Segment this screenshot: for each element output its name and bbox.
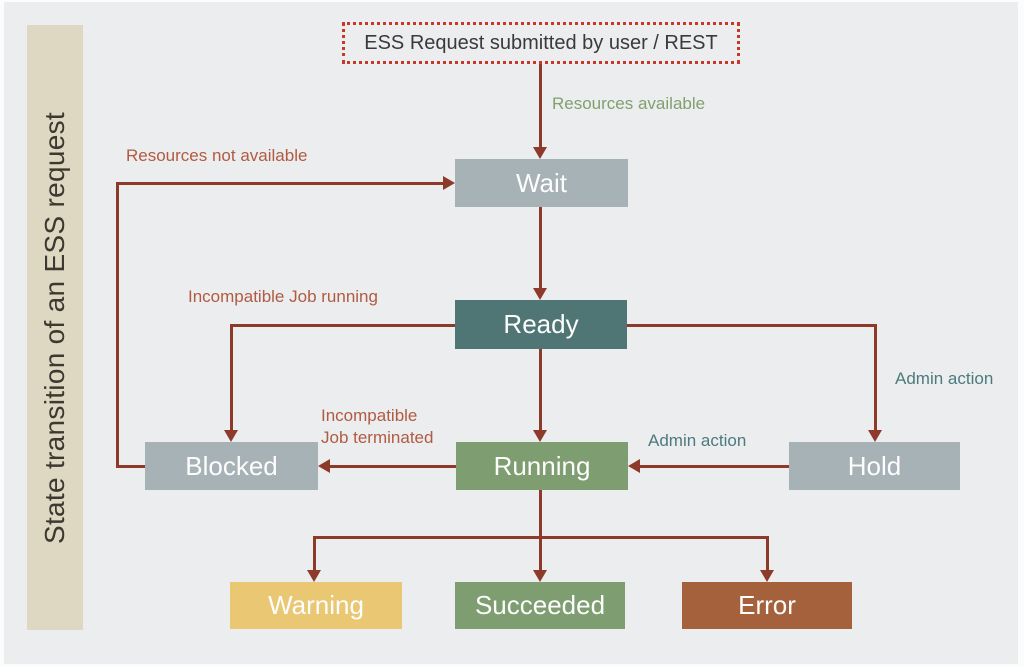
edge-label-admin-action-hold-running: Admin action [648,431,747,450]
arrowhead-into-warning-top-icon [307,570,321,582]
edge-blocked-wait-bottom-hline [116,465,145,468]
arrowhead-into-wait-top-icon [533,147,547,159]
node-error: Error [682,582,852,629]
arrowhead-into-blocked-top-icon [224,430,238,442]
node-hold: Hold [789,442,960,490]
edge-label-resources-not-available: Resources not available [126,146,308,165]
node-ready-label: Ready [503,309,579,339]
node-running-label: Running [493,450,591,481]
arrowhead-into-running-right-icon [628,459,640,473]
node-wait: Wait [455,159,628,207]
node-succeeded: Succeeded [455,582,625,629]
edge-ready-hold-hline [627,324,877,327]
node-ready: Ready [455,300,627,349]
diagram-title: State transition of an ESS request [39,111,71,544]
edge-ready-hold-vline [874,324,877,431]
diagram-title-band: State transition of an ESS request [27,25,83,630]
edge-running-blocked-line [330,465,456,468]
node-wait-label: Wait [515,167,568,198]
edge-label-resources-available: Resources available [552,94,706,113]
arrowhead-into-running-top-icon [533,430,547,442]
edge-fan-warning-vline [313,536,316,572]
node-blocked: Blocked [145,442,318,490]
edge-wait-ready-line [539,207,542,289]
node-warning-label: Warning [268,590,364,620]
arrowhead-into-error-top-icon [760,570,774,582]
edge-label-admin-action-ready-hold: Admin action [895,369,994,388]
arrowhead-into-succeeded-top-icon [533,570,547,582]
arrowhead-into-ready-top-icon [533,288,547,300]
start-node-label: ESS Request submitted by user / REST [364,31,718,54]
edge-label-incompatible-job-terminated: Incompatible Job terminated [321,406,434,447]
start-node: ESS Request submitted by user / REST [342,22,740,64]
edge-ready-blocked-hline [230,324,455,327]
edge-blocked-wait-vline [116,182,119,468]
edge-running-fan-stem [539,490,542,538]
node-running: Running [456,442,628,490]
edge-blocked-wait-top-hline [116,182,443,185]
edge-hold-running-line [640,465,789,468]
node-warning: Warning [230,582,402,629]
edge-fan-succeeded-vline [539,539,542,572]
edge-label-incompatible-job-running: Incompatible Job running [188,287,378,306]
edge-ready-blocked-vline [230,324,233,431]
edge-fan-error-vline [766,536,769,572]
node-blocked-label: Blocked [185,450,278,481]
edge-ready-running-line [539,349,542,431]
arrowhead-into-hold-top-icon [868,430,882,442]
arrowhead-into-wait-left-icon [443,176,455,190]
edge-start-wait-line [539,64,542,148]
node-hold-label: Hold [847,450,902,481]
node-succeeded-label: Succeeded [474,590,606,620]
node-error-label: Error [738,590,796,620]
arrowhead-into-blocked-right-icon [318,459,330,473]
edge-fan-hline [313,536,769,539]
